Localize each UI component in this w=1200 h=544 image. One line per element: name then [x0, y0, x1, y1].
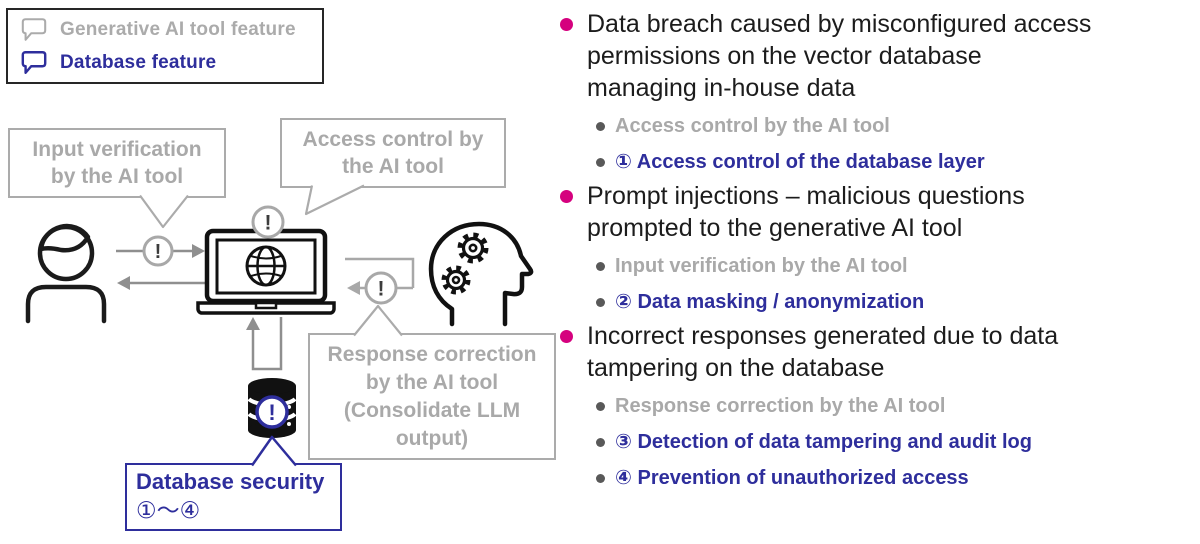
svg-text:!: !	[265, 212, 272, 235]
arrow-laptop-to-user	[117, 276, 208, 290]
sub-bullet-item: ③ Detection of data tampering and audit …	[596, 424, 1200, 460]
legend-label-ai: Generative AI tool feature	[60, 18, 296, 40]
sub-bullet-dot	[596, 474, 605, 483]
user-icon	[25, 223, 107, 324]
sub-bullet-dot	[596, 402, 605, 411]
bullet-text: Prompt injections – malicious questions …	[587, 182, 1025, 242]
legend-item-ai: Generative AI tool feature	[20, 17, 322, 42]
sub-bullet-group: Access control by the AI tool ① Access c…	[596, 108, 1200, 180]
speech-bubble-icon	[21, 51, 47, 74]
svg-text:!: !	[155, 241, 162, 263]
sub-bullet-dot	[596, 158, 605, 167]
alert-icon	[251, 205, 285, 239]
bullet-item: Prompt injections – malicious questions …	[558, 180, 1200, 244]
bullet-list: Data breach caused by misconfigured acce…	[558, 8, 1200, 496]
arrow-user-to-laptop: !	[116, 235, 205, 267]
callout-tail	[139, 194, 189, 229]
legend-label-db: Database feature	[60, 51, 217, 73]
sub-bullet-dot	[596, 262, 605, 271]
gear-icon	[457, 232, 489, 264]
callout-line: the AI tool	[342, 155, 444, 178]
bullet-dot	[560, 330, 573, 343]
callout-line: by the AI tool	[50, 165, 184, 188]
callout-line: ①～④	[136, 497, 201, 523]
svg-text:!: !	[378, 278, 385, 301]
bullet-text: Data breach caused by misconfigured acce…	[587, 10, 1092, 102]
arrow-llm-to-laptop: !	[345, 257, 415, 305]
sub-bullet-item: ④ Prevention of unauthorized access	[596, 460, 1200, 496]
sub-bullet-item: Response correction by the AI tool	[596, 388, 1200, 424]
bullet-dot	[560, 18, 573, 31]
sub-bullet-dot	[596, 122, 605, 131]
callout-response-correction: Response correction by the AI tool (Cons…	[308, 333, 556, 460]
bullet-text: Incorrect responses generated due to dat…	[587, 322, 1059, 382]
callout-database-security: Database security ①～④	[125, 463, 342, 531]
sub-bullet-dot	[596, 298, 605, 307]
legend-box: Generative AI tool feature Database feat…	[6, 8, 324, 84]
legend-item-db: Database feature	[20, 50, 322, 75]
gear-icon	[441, 265, 471, 295]
alert-icon	[364, 271, 398, 305]
database-icon: !	[247, 378, 297, 438]
callout-tail	[304, 184, 365, 216]
callout-tail	[250, 435, 297, 467]
sub-bullet-item: Input verification by the AI tool	[596, 248, 1200, 284]
callout-access-control: Access control by the AI tool	[280, 118, 506, 188]
sub-bullet-dot	[596, 438, 605, 447]
callout-line: output)	[395, 426, 469, 450]
bullet-item: Data breach caused by misconfigured acce…	[558, 8, 1200, 104]
ai-head-gears-icon	[428, 221, 534, 327]
callout-line: by the AI tool	[365, 370, 499, 394]
speech-bubble-icon	[21, 18, 47, 41]
callout-line: Database security	[136, 469, 325, 494]
callout-line: Input verification	[32, 138, 202, 161]
sub-bullet-group: Response correction by the AI tool ③ Det…	[596, 388, 1200, 496]
laptop-globe-icon: !	[196, 205, 336, 315]
callout-line: Response correction	[327, 342, 537, 366]
sub-bullet-item: ② Data masking / anonymization	[596, 284, 1200, 320]
alert-icon	[255, 395, 289, 429]
alert-icon	[142, 235, 174, 267]
bullet-item: Incorrect responses generated due to dat…	[558, 320, 1200, 384]
callout-line: (Consolidate LLM	[343, 398, 521, 422]
connector-laptop-database	[246, 317, 283, 371]
callout-input-verification: Input verification by the AI tool	[8, 128, 226, 198]
sub-bullet-item: ① Access control of the database layer	[596, 144, 1200, 180]
globe-icon	[245, 245, 287, 287]
callout-line: Access control by	[302, 128, 484, 151]
sub-bullet-group: Input verification by the AI tool ② Data…	[596, 248, 1200, 320]
sub-bullet-item: Access control by the AI tool	[596, 108, 1200, 144]
svg-text:!: !	[268, 400, 275, 425]
bullet-dot	[560, 190, 573, 203]
callout-tail	[353, 304, 403, 337]
